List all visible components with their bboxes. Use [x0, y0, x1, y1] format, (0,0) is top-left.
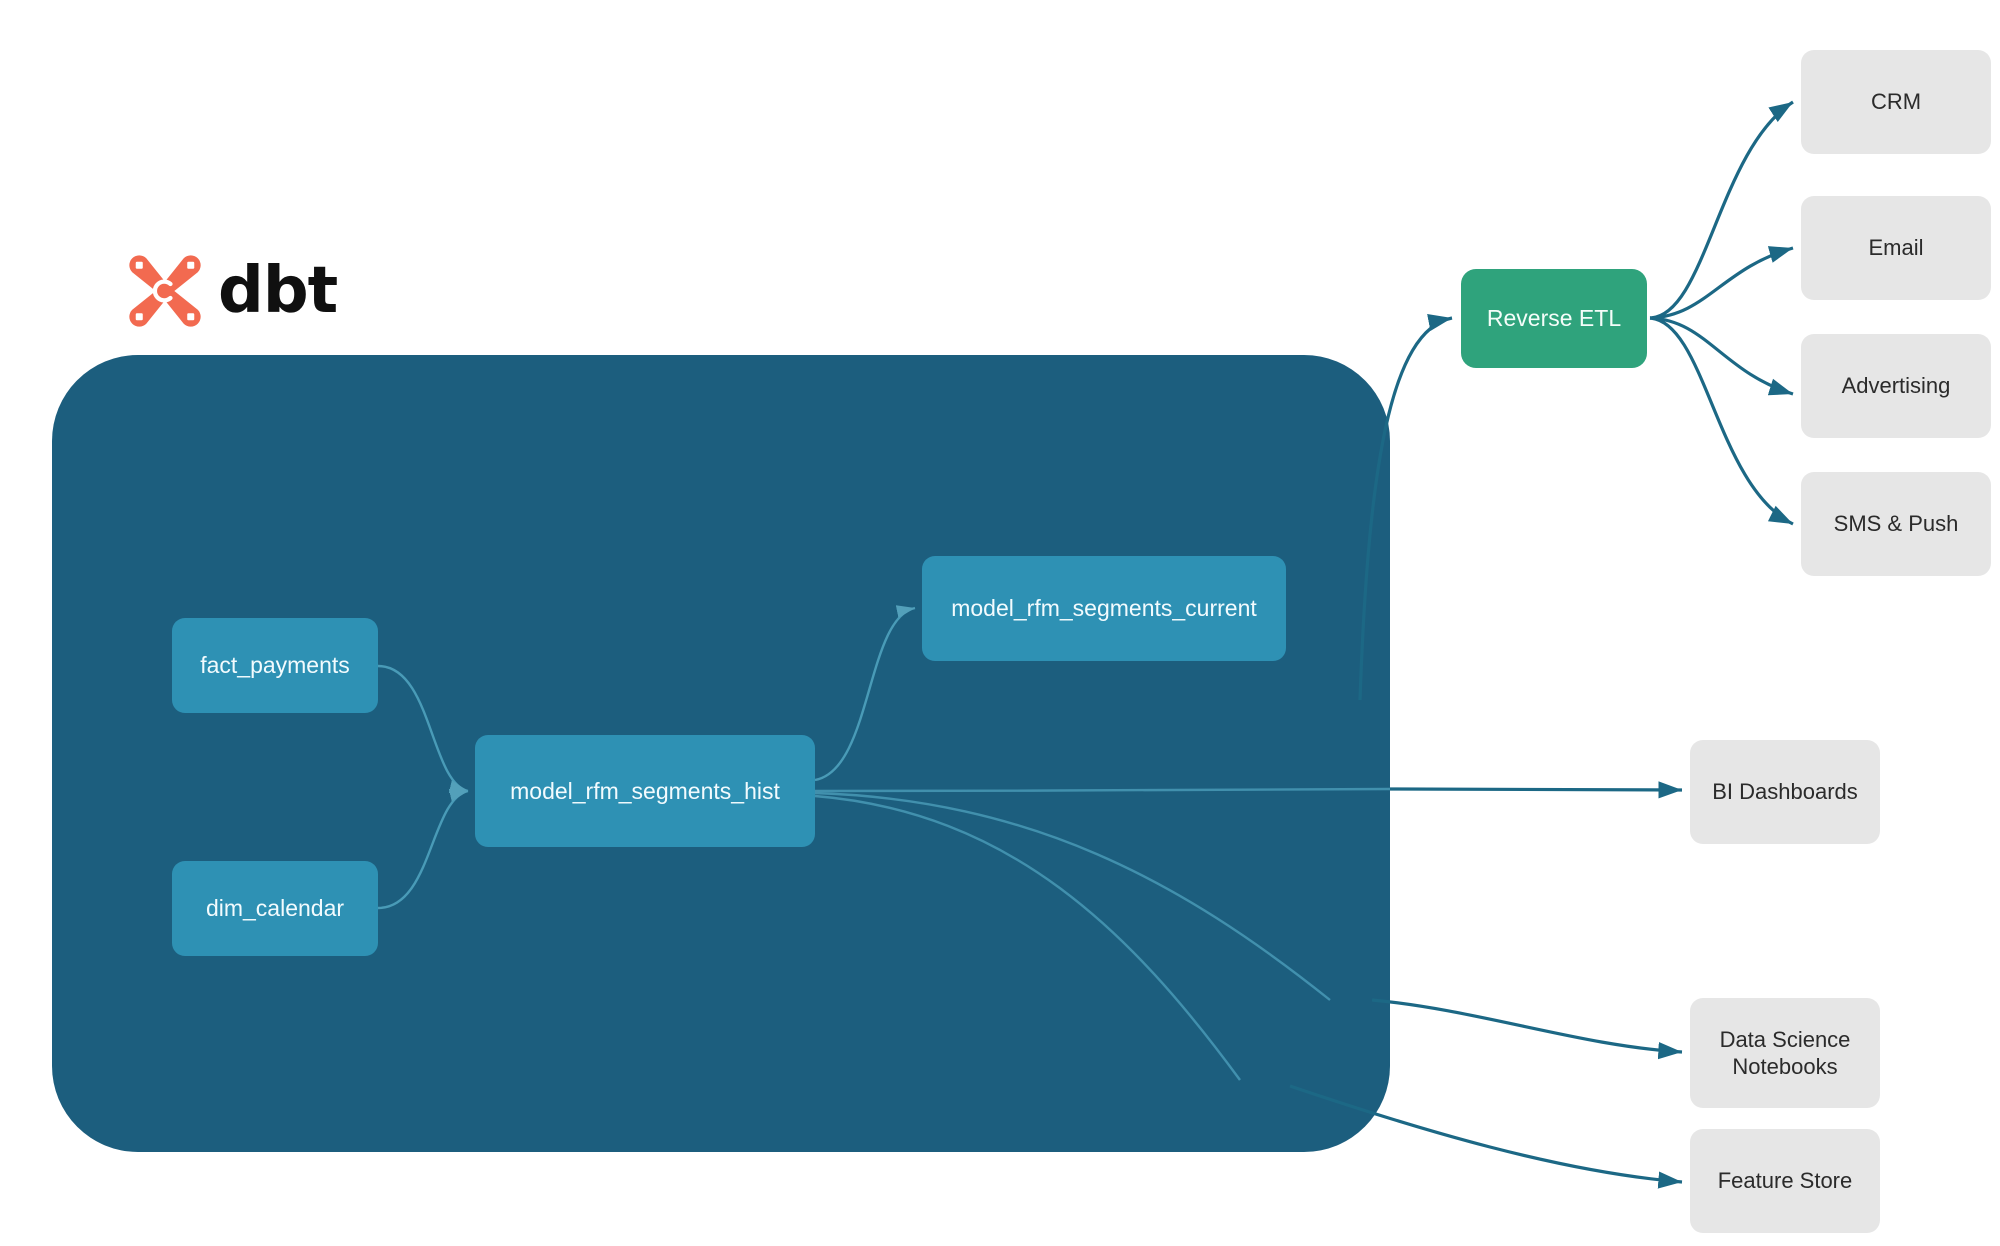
dbt-brand-lockup: dbt: [126, 252, 338, 330]
node-label: Reverse ETL: [1486, 305, 1622, 331]
destination-node-advertising[interactable]: Advertising: [1801, 334, 1991, 438]
destination-node-feature-store[interactable]: Feature Store: [1690, 1129, 1880, 1233]
edge-project-to-bi-dashboards: [1389, 781, 1683, 799]
destination-node-email[interactable]: Email: [1801, 196, 1991, 300]
node-label: SMS & Push: [1833, 511, 1959, 537]
node-label-line-1: Data Science: [1719, 1026, 1851, 1052]
model-node-rfm-segments-hist[interactable]: model_rfm_segments_hist: [475, 735, 815, 847]
node-label: fact_payments: [200, 652, 350, 678]
node-label: dim_calendar: [205, 895, 345, 921]
edge-reverse-etl-to-advertising: [1649, 316, 1794, 396]
edge-project-to-ds-notebooks: [1371, 998, 1683, 1060]
node-label: Feature Store: [1717, 1168, 1853, 1194]
edge-reverse-etl-to-crm: [1649, 100, 1794, 320]
node-label: CRM: [1870, 89, 1922, 115]
node-label: Data Science Notebooks: [1720, 1026, 1851, 1081]
edge-reverse-etl-to-email: [1649, 246, 1794, 320]
reverse-etl-node[interactable]: Reverse ETL: [1461, 269, 1647, 368]
dbt-logo-icon: [129, 255, 201, 327]
node-label: model_rfm_segments_current: [951, 595, 1257, 621]
node-label-line-2: Notebooks: [1732, 1054, 1838, 1079]
model-node-rfm-segments-current[interactable]: model_rfm_segments_current: [922, 556, 1286, 661]
dbt-wordmark: dbt: [218, 254, 338, 328]
model-node-dim-calendar[interactable]: dim_calendar: [172, 861, 378, 956]
destination-node-data-science-notebooks[interactable]: Data Science Notebooks: [1690, 998, 1880, 1108]
destination-node-crm[interactable]: CRM: [1801, 50, 1991, 154]
model-node-fact-payments[interactable]: fact_payments: [172, 618, 378, 713]
node-label: Advertising: [1841, 373, 1951, 399]
node-label: BI Dashboards: [1712, 779, 1858, 805]
destination-node-bi-dashboards[interactable]: BI Dashboards: [1690, 740, 1880, 844]
node-label: Email: [1868, 235, 1924, 261]
node-label: model_rfm_segments_hist: [510, 777, 780, 804]
edge-reverse-etl-to-sms-push: [1649, 316, 1794, 526]
destination-node-sms-push[interactable]: SMS & Push: [1801, 472, 1991, 576]
